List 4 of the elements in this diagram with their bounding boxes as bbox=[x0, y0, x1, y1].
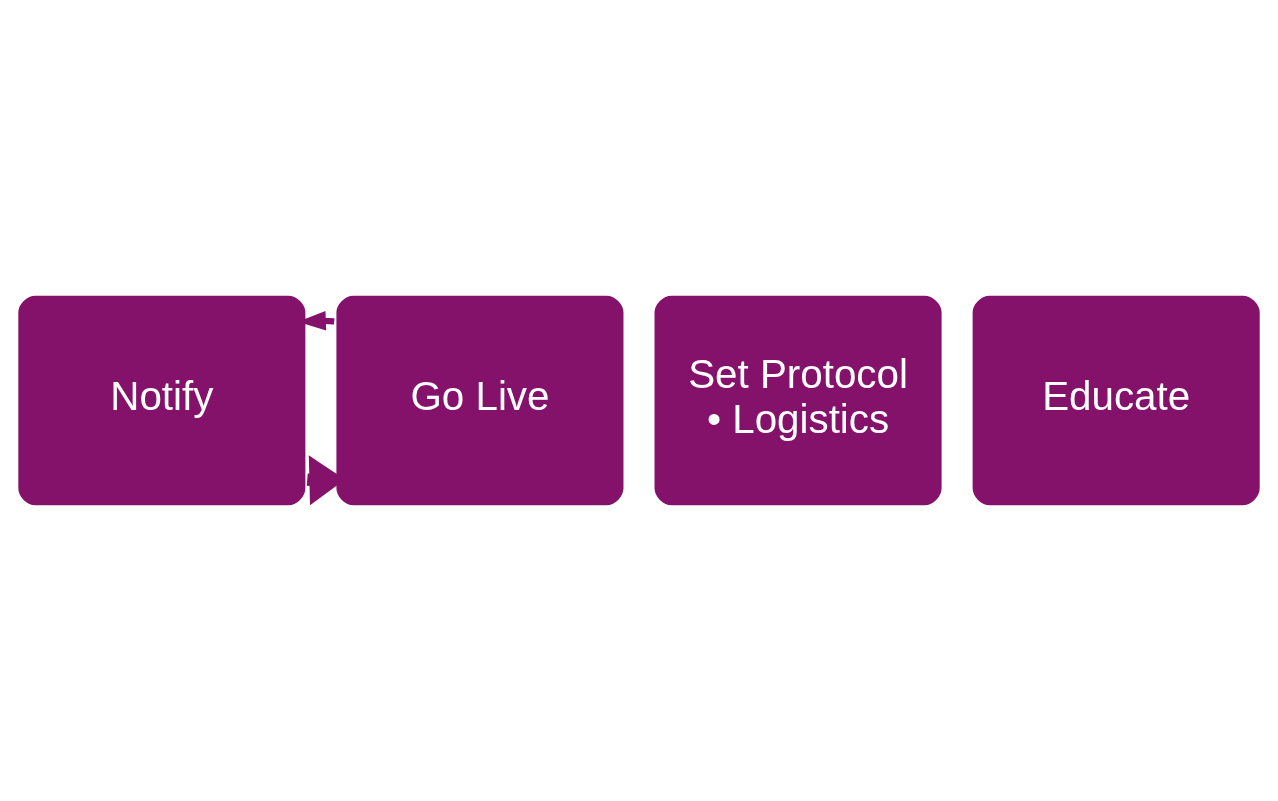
node-box: Educate bbox=[969, 292, 1263, 509]
node-box: Notify bbox=[15, 292, 309, 509]
node-box: Go Live bbox=[333, 292, 627, 509]
node-box: Set Protocol • Logistics bbox=[651, 292, 945, 509]
